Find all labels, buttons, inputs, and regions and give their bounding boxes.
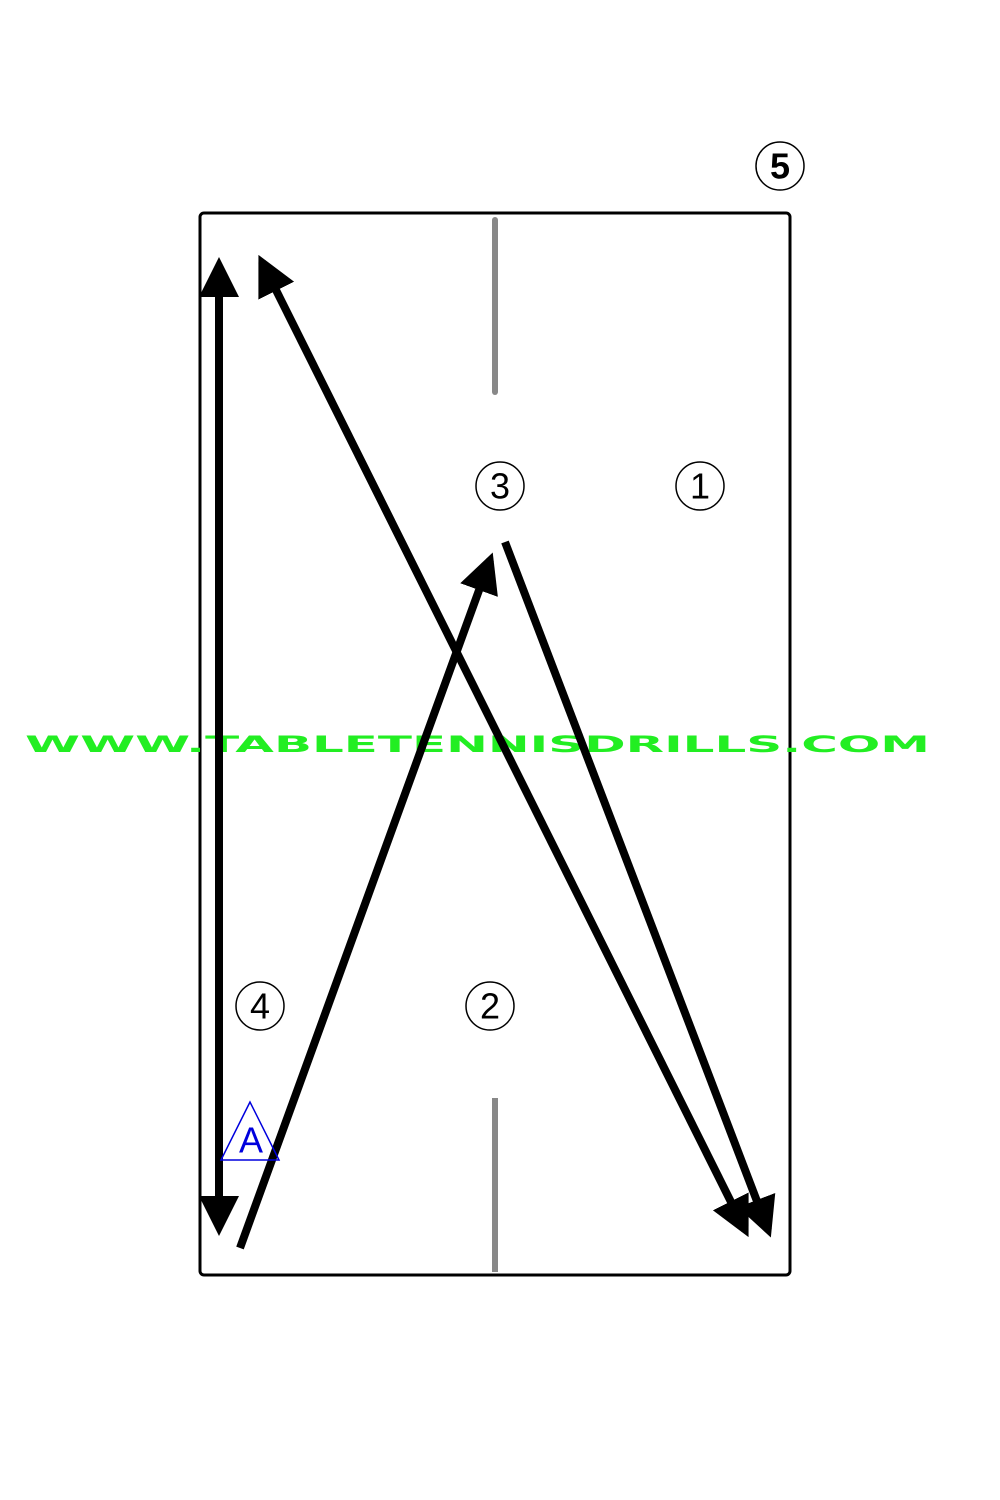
arrow-from-3	[501, 540, 776, 1238]
arrow-diagonal-long	[258, 254, 749, 1238]
marker-3: 3	[475, 461, 525, 511]
marker-4: 4	[235, 981, 285, 1031]
marker-5: 5	[755, 141, 805, 191]
svg-text:A: A	[239, 1120, 263, 1161]
player-a: A	[219, 1100, 281, 1161]
svg-text:2: 2	[480, 986, 500, 1027]
svg-text:5: 5	[770, 146, 790, 187]
arrow-to-3	[236, 552, 498, 1250]
marker-1: 1	[675, 461, 725, 511]
marker-2: 2	[465, 981, 515, 1031]
watermark: WWW.TABLETENNISDRILLS.COM	[25, 733, 930, 758]
svg-text:3: 3	[490, 466, 510, 507]
svg-text:4: 4	[250, 986, 270, 1027]
svg-text:1: 1	[690, 466, 710, 507]
